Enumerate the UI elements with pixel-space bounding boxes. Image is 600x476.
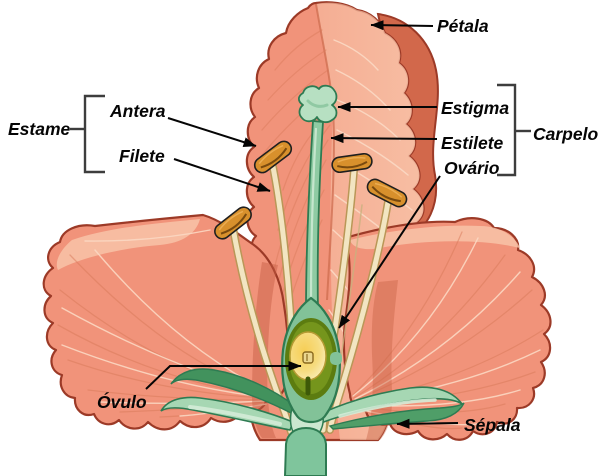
- sepal-left-streak: [188, 405, 282, 426]
- sepal-right-streak: [338, 398, 437, 418]
- annotations: Pétala Estame Antera Filete Estigma Esti…: [8, 16, 598, 435]
- label-carpelo: Carpelo: [533, 124, 598, 144]
- anther-2: [214, 206, 252, 240]
- stem: [283, 426, 327, 476]
- antera-arrow: [167, 117, 257, 147]
- petal-right-veins: [351, 231, 544, 430]
- label-sepala: Sépala: [464, 415, 521, 435]
- anther-1: [253, 140, 293, 174]
- estame-bracket: [83, 94, 105, 174]
- anthers: [214, 140, 408, 240]
- sepala-arrow: [396, 418, 459, 429]
- stigma-shape: [297, 84, 338, 124]
- label-petala: Pétala: [437, 16, 489, 36]
- label-estigma: Estigma: [441, 98, 509, 118]
- sepal-right-dark: [328, 402, 465, 430]
- petal-left-highlight: [56, 219, 200, 270]
- ovulo-arrow: [145, 361, 302, 390]
- style-highlight: [309, 127, 318, 301]
- sepal-left-dark: [170, 368, 296, 416]
- estilete-arrow: [330, 133, 438, 144]
- filete-arrow: [173, 158, 271, 192]
- label-estame: Estame: [8, 119, 71, 139]
- petala-arrow: [370, 20, 434, 31]
- petal-right-highlight: [350, 225, 520, 250]
- label-antera: Antera: [109, 101, 166, 121]
- ovule-glyph: [302, 351, 314, 364]
- ovario-arrow: [338, 175, 441, 329]
- stigma-shading: [306, 99, 329, 108]
- label-ovulo: Óvulo: [97, 391, 147, 412]
- anther-4: [366, 178, 408, 208]
- label-ovario: Ovário: [444, 158, 500, 178]
- label-filete: Filete: [119, 146, 165, 166]
- label-estilete: Estilete: [441, 133, 504, 153]
- anther-3: [331, 152, 373, 174]
- ovary: [281, 296, 342, 424]
- ovary-ring-gap: [330, 352, 342, 365]
